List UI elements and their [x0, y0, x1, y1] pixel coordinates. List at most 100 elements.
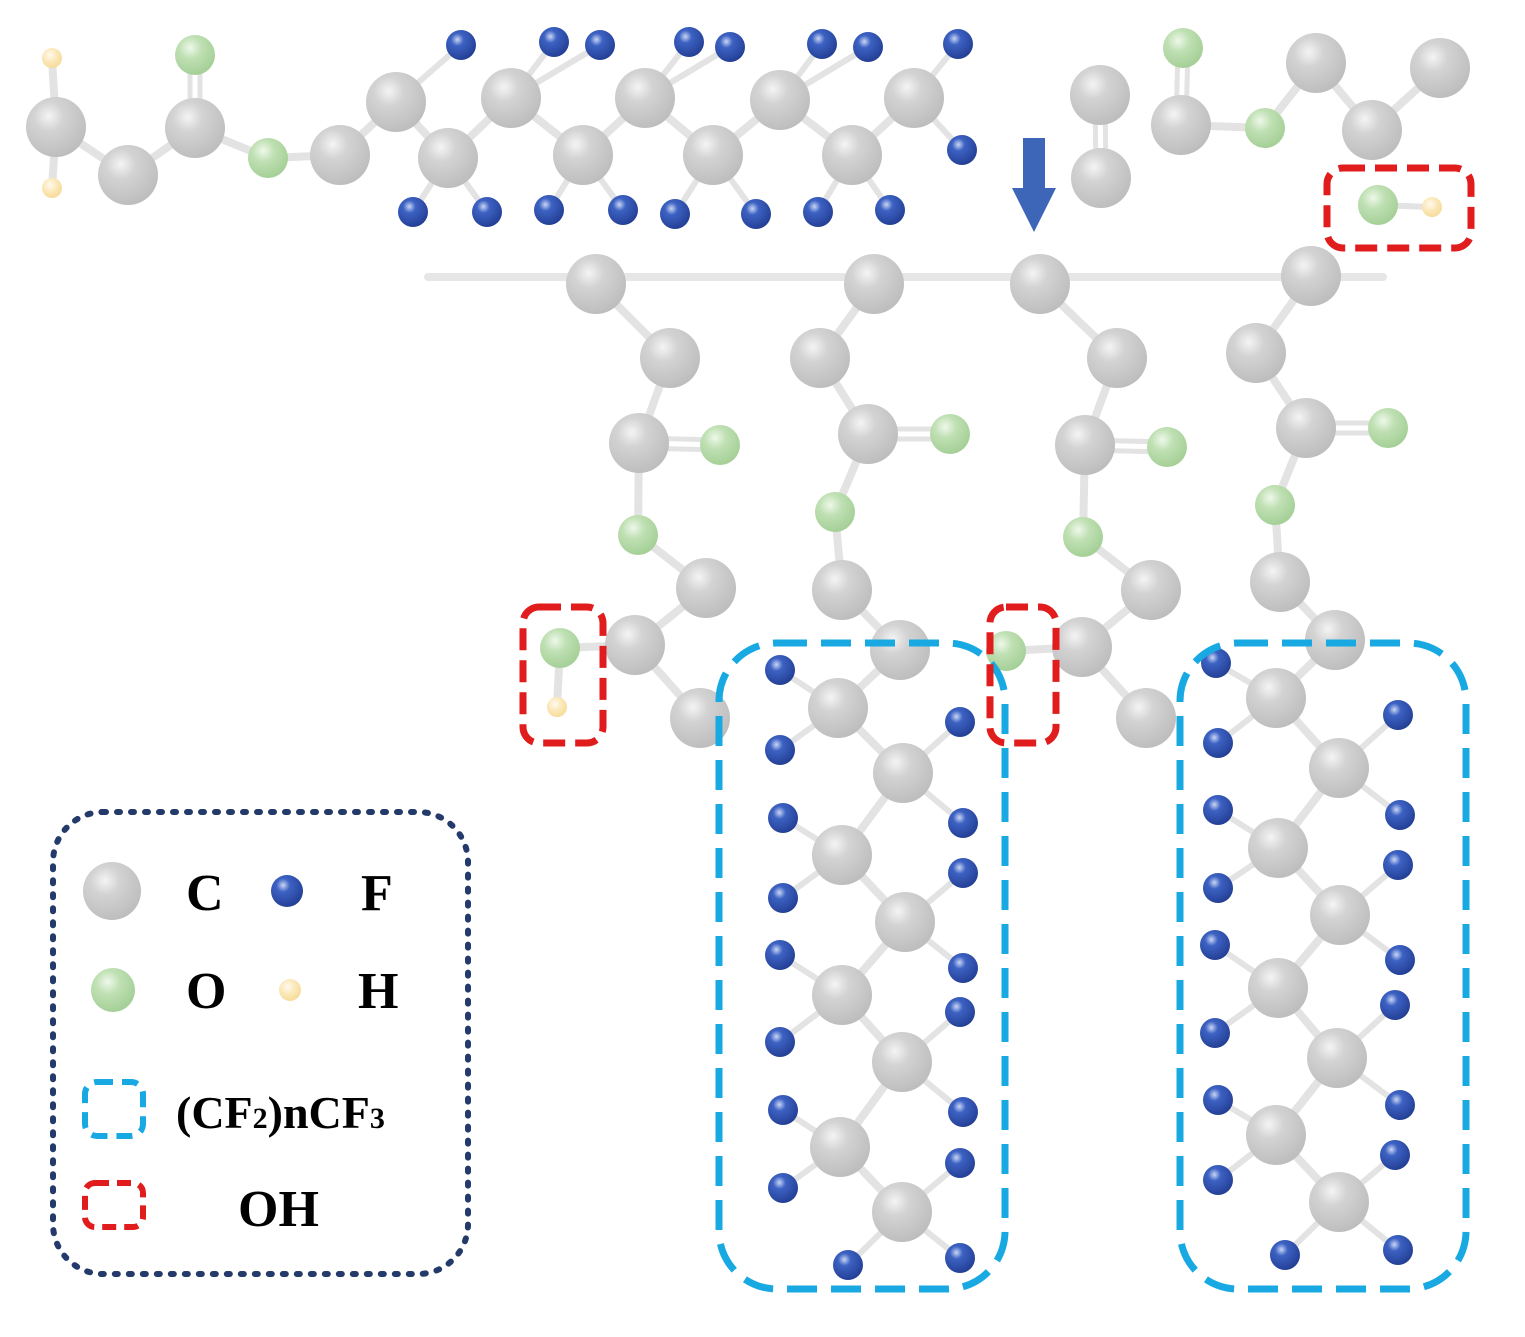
legend-carbon-label: C	[186, 865, 224, 922]
fluorine-atom	[539, 27, 569, 57]
fluorine-atom	[947, 135, 977, 165]
carbon-atom	[875, 892, 935, 952]
legend-oh-box-icon	[82, 1180, 146, 1230]
fluorine-atom	[943, 29, 973, 59]
fluorine-atom	[1203, 795, 1233, 825]
fluorine-atom	[948, 1097, 978, 1127]
fluorine-atom	[948, 953, 978, 983]
carbon-atom	[810, 1117, 870, 1177]
fluorine-atom	[1201, 648, 1231, 678]
fluorine-atom	[1385, 945, 1415, 975]
carbon-atom	[640, 328, 700, 388]
fluorine-atom	[741, 199, 771, 229]
fluorine-atom	[768, 1095, 798, 1125]
carbon-atom	[1248, 958, 1308, 1018]
carbon-atom	[1309, 738, 1369, 798]
carbon-atom	[1070, 65, 1130, 125]
carbon-atom	[808, 678, 868, 738]
legend-oxygen-label: O	[186, 963, 226, 1020]
carbon-atom	[790, 328, 850, 388]
fluorine-atom	[948, 858, 978, 888]
fluorine-atom	[948, 808, 978, 838]
carbon-atom	[366, 72, 426, 132]
oxygen-atom	[175, 35, 215, 75]
carbon-atom	[870, 620, 930, 680]
oxygen-atom	[540, 628, 580, 668]
legend-oh-label: OH	[238, 1181, 319, 1238]
carbon-atom	[553, 125, 613, 185]
oxygen-atom	[1368, 408, 1408, 448]
carbon-atom	[615, 68, 675, 128]
legend-oxygen-icon	[91, 968, 135, 1012]
oxygen-atom	[1063, 517, 1103, 557]
fluorine-atom	[765, 940, 795, 970]
carbon-atom	[1410, 38, 1470, 98]
fluorine-atom	[1380, 1140, 1410, 1170]
fluorine-atom	[765, 655, 795, 685]
fluorine-atom	[768, 1173, 798, 1203]
carbon-atom	[1281, 246, 1341, 306]
carbon-atom	[1052, 617, 1112, 677]
down-arrow-icon	[1012, 138, 1056, 232]
carbon-atom	[1309, 1172, 1369, 1232]
carbon-atom	[1307, 1028, 1367, 1088]
fluorine-atom	[1385, 1090, 1415, 1120]
carbon-atom	[98, 145, 158, 205]
fluorine-atom	[472, 197, 502, 227]
carbon-atom	[609, 413, 669, 473]
carbon-atom	[683, 125, 743, 185]
oxygen-atom	[1255, 485, 1295, 525]
fluorine-atom	[1203, 1085, 1233, 1115]
fluorine-atom	[1383, 1235, 1413, 1265]
oxygen-atom	[815, 492, 855, 532]
fluorine-atom	[1203, 728, 1233, 758]
fluorine-atom	[534, 195, 564, 225]
legend-cf-chain-label: (CF2)nCF3	[176, 1087, 385, 1138]
hydrogen-atom	[1422, 197, 1442, 217]
carbon-atom	[1071, 148, 1131, 208]
carbon-atom	[1342, 100, 1402, 160]
oxygen-atom	[1358, 185, 1398, 225]
legend-fluorine-label: F	[361, 865, 393, 922]
carbon-atom	[1116, 688, 1176, 748]
hydrogen-atom	[42, 48, 62, 68]
fluorine-atom	[1383, 700, 1413, 730]
legend: C F O H (CF2)nCF3 OH	[50, 809, 471, 1277]
fluorine-atom	[1200, 930, 1230, 960]
carbon-atom	[1087, 328, 1147, 388]
fluorine-atom	[1203, 873, 1233, 903]
carbon-atom	[1310, 885, 1370, 945]
fluorine-atom	[1383, 850, 1413, 880]
oxygen-atom	[1147, 427, 1187, 467]
carbon-atom	[844, 254, 904, 314]
carbon-atom	[1151, 95, 1211, 155]
fluorine-atom	[853, 32, 883, 62]
carbon-atom	[872, 1182, 932, 1242]
carbon-atom	[418, 128, 478, 188]
fluorine-atom	[585, 30, 615, 60]
carbon-atom	[812, 965, 872, 1025]
carbon-atom	[1226, 323, 1286, 383]
carbon-atom	[1250, 552, 1310, 612]
carbon-atom	[1286, 33, 1346, 93]
fluorine-atom	[768, 803, 798, 833]
fluorine-atom	[1380, 990, 1410, 1020]
oh-group-box	[519, 603, 607, 747]
carbon-atom	[1248, 818, 1308, 878]
carbon-atom	[873, 743, 933, 803]
legend-cf-chain-box-icon	[82, 1079, 146, 1139]
fluorine-atom	[945, 1148, 975, 1178]
fluorine-atom	[765, 735, 795, 765]
fluorine-atom	[608, 195, 638, 225]
fluorine-atom	[803, 197, 833, 227]
legend-fluorine-icon	[271, 875, 303, 907]
carbon-atom	[165, 98, 225, 158]
carbon-atom	[822, 125, 882, 185]
highlight-boxes-layer	[519, 164, 1475, 1293]
fluorine-atom	[674, 27, 704, 57]
fluorine-atom	[660, 199, 690, 229]
carbon-atom	[872, 1032, 932, 1092]
carbon-atom	[566, 254, 626, 314]
oh-group-box	[986, 603, 1060, 747]
